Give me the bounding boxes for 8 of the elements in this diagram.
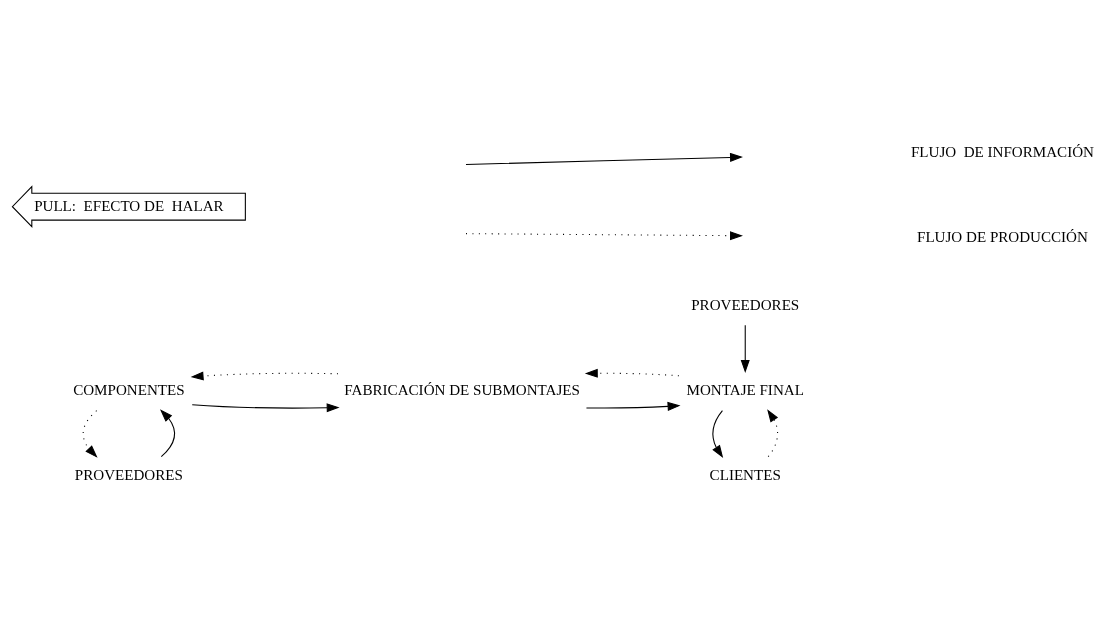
node-text: PROVEEDORES [691,296,800,313]
node-text: CLIENTES [709,466,781,483]
node-text: MONTAJE FINAL [686,381,804,398]
node-text: PROVEEDORES [74,466,183,483]
legend-label: FLUJO DE INFORMACIÓN [910,143,1094,160]
node-text: FABRICACIÓN DE SUBMONTAJES [344,381,580,398]
node-text: COMPONENTES [73,381,185,398]
legend-label: FLUJO DE PRODUCCIÓN [917,228,1088,245]
